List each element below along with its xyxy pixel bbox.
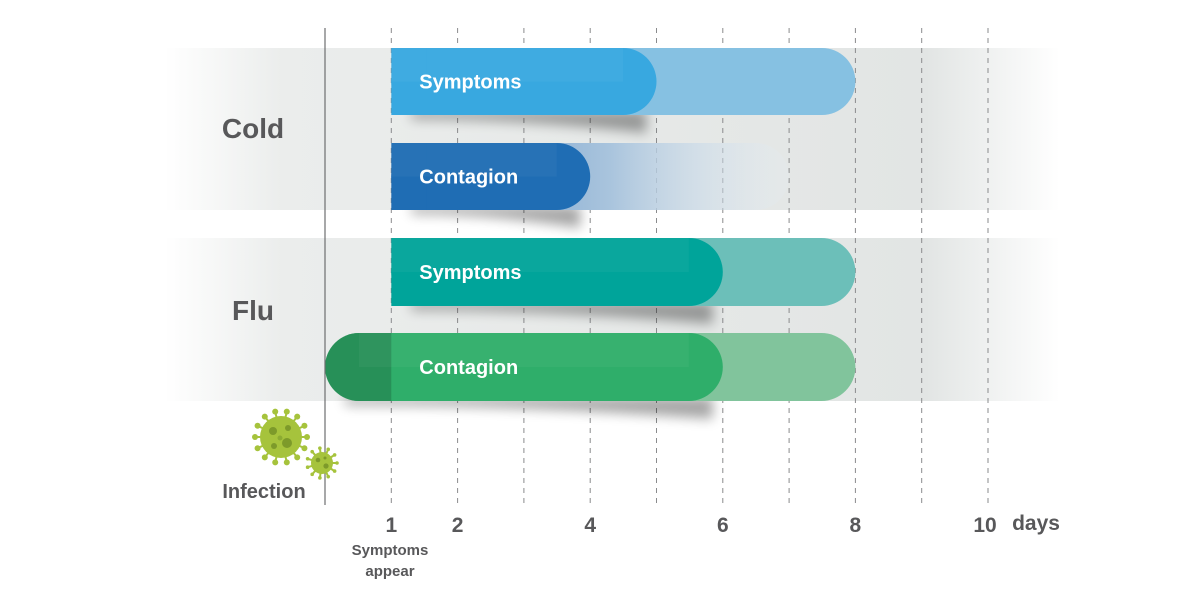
tick-label-6: 6 [717,514,729,537]
bar-solid-flu-contagion [325,333,723,401]
bar-label-cold-symptoms: Symptoms [419,72,521,94]
bar-label-flu-contagion: Contagion [419,357,518,379]
virus-spike-tip [335,461,339,465]
bar-solid-edge-cold-symptoms [391,48,427,115]
bar-solid-edge-flu-symptoms [391,238,428,306]
virus-spike-tip [254,422,261,429]
infection-label: Infection [222,481,305,503]
virus-spike-tip [304,434,310,440]
virus-small-icon [305,446,339,480]
tick-label-10: 10 [973,514,996,537]
virus-spike-tip [261,454,268,461]
virus-spike-tip [310,449,314,454]
virus-spike-tip [301,445,308,452]
virus-spike-tip [326,447,331,452]
virus-spike-tip [318,476,322,480]
bar-label-cold-contagion: Contagion [419,167,518,189]
virus-spike-tip [332,453,337,457]
virus-spike-tip [305,465,310,470]
symptoms-appear-label-line2: appear [365,563,414,580]
virus-spike-tip [252,434,258,440]
virus-spike-tip [301,422,308,429]
bar-sheen-flu-contagion [359,333,689,367]
bar-solid-edge-cold-contagion [391,143,427,210]
bar-shadow-flu-contagion [345,397,713,419]
symptoms-appear-label-line1: Symptoms [352,542,429,559]
virus-spike-tip [283,408,290,415]
virus-spike-tip [294,454,301,461]
bar-solid-cold-symptoms [391,48,657,115]
tick-label-4: 4 [584,514,596,537]
virus-spike-tip [283,459,290,466]
tick-label-2: 2 [452,514,464,537]
bar-shadow-cold-contagion [411,206,581,228]
bar-sheen-flu-symptoms [391,238,689,272]
virus-icon [252,408,310,466]
tick-label-1: 1 [385,514,397,537]
virus-spike-tip [332,469,337,473]
bar-label-flu-symptoms: Symptoms [419,262,521,284]
virus-spike-tip [261,413,268,420]
bar-sheen-cold-contagion [391,143,557,177]
virus-spike-tip [294,413,301,420]
virus-spike-tip [318,446,322,450]
tick-label-8: 8 [850,514,862,537]
group-label-cold: Cold [222,113,284,144]
bar-sheen-cold-symptoms [391,48,623,82]
unit-label: days [1012,512,1060,535]
group-label-flu: Flu [232,295,274,326]
bar-presymptom-flu-contagion [325,333,392,401]
bar-solid-flu-symptoms [391,238,723,306]
bar-solid-cold-contagion [391,143,591,210]
virus-spike-tip [326,474,331,479]
bar-shadow-flu-symptoms [411,302,713,324]
virus-spike-tip [272,408,279,415]
bar-shadow-cold-symptoms [411,111,647,133]
virus-spike-tip [272,459,279,466]
virus-spike-tip [305,456,310,461]
virus-spike-tip [254,445,261,452]
virus-spike-tip [310,472,314,477]
